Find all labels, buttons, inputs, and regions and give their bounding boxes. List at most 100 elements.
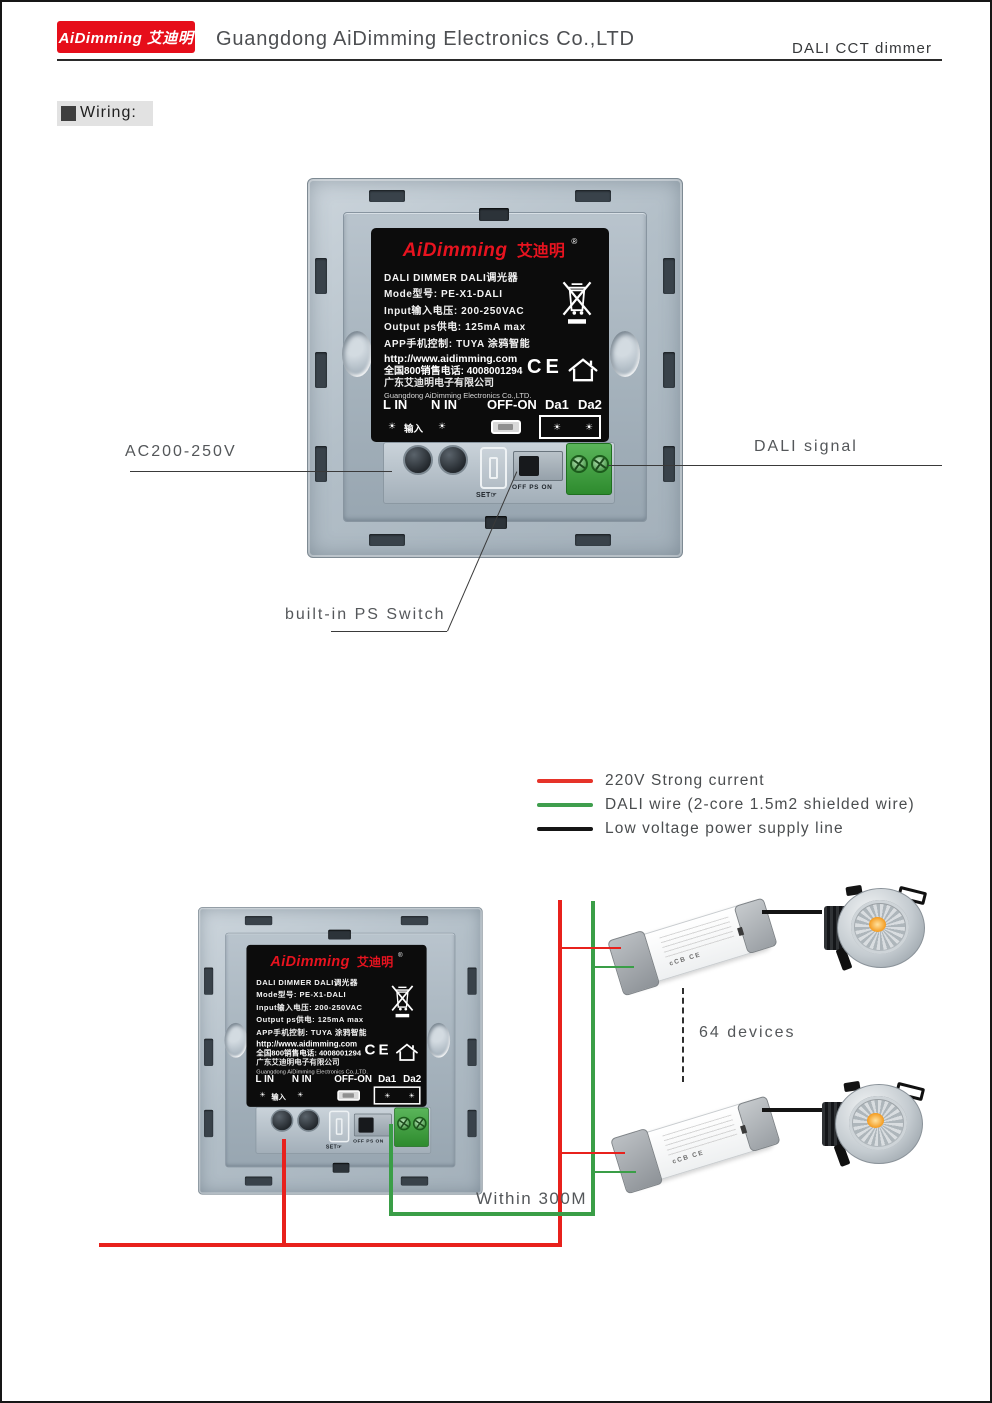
square-bullet-icon bbox=[61, 105, 76, 121]
slide-knob bbox=[358, 1117, 374, 1133]
ps-switch-label-note: built-in PS Switch bbox=[285, 606, 446, 623]
set-label: SET☞ bbox=[476, 492, 498, 499]
led-downlight-2 bbox=[820, 1080, 926, 1168]
ce-mark: CE bbox=[364, 1041, 392, 1059]
driver-end-cap bbox=[610, 1127, 664, 1195]
switch-knob-icon bbox=[498, 424, 513, 430]
set-button bbox=[480, 447, 507, 489]
terminal-da1: Da1 bbox=[545, 397, 569, 412]
mounting-slot bbox=[244, 916, 273, 926]
label-brand: AiDimming bbox=[402, 240, 508, 261]
company-title: Guangdong AiDimming Electronics Co.,LTD bbox=[216, 28, 635, 50]
ac-input-leader-line bbox=[130, 471, 392, 472]
mounting-slot bbox=[663, 352, 675, 388]
dali-branch-driver-1 bbox=[594, 966, 634, 968]
ps-switch-underline bbox=[331, 631, 447, 632]
slide-knob bbox=[519, 456, 539, 476]
spec-line: Output ps供电: 125mA max bbox=[384, 322, 526, 334]
downlight-led-chip bbox=[867, 1113, 884, 1128]
set-button bbox=[328, 1110, 350, 1143]
daisy-chain-ellipsis bbox=[682, 988, 684, 1082]
spec-line: APP手机控制: TUYA 涂鸦智能 bbox=[256, 1028, 367, 1037]
mounting-slot bbox=[315, 352, 327, 388]
da-output-box bbox=[373, 1086, 421, 1105]
driver-end-cap bbox=[736, 1095, 781, 1153]
plate-top-slot bbox=[479, 208, 509, 221]
mounting-slot bbox=[369, 190, 405, 202]
device-count-label: 64 devices bbox=[699, 1024, 796, 1041]
website: http://www.aidimming.com bbox=[256, 1039, 358, 1049]
spec-line: DALI DIMMER DALI调光器 bbox=[256, 978, 358, 988]
label-logo: AiDimming 艾迪明 ® bbox=[371, 237, 609, 262]
led-driver-1: cCB CE bbox=[607, 890, 778, 997]
mounting-slot bbox=[400, 1176, 429, 1186]
spec-line: APP手机控制: TUYA 涂鸦智能 bbox=[384, 338, 531, 350]
mains-branch-driver-1 bbox=[561, 947, 621, 949]
downlight-led-chip bbox=[869, 917, 886, 932]
switch-icon bbox=[491, 420, 521, 434]
dali-wire-from-panel bbox=[389, 1124, 393, 1216]
plate-top-slot bbox=[328, 929, 351, 940]
registered-mark: ® bbox=[398, 951, 403, 959]
mounting-slot bbox=[369, 534, 405, 546]
mounting-slot bbox=[315, 258, 327, 294]
dali-wire-trunk bbox=[591, 901, 595, 1216]
lamp-icon: ☀ bbox=[585, 422, 594, 432]
mounting-slot bbox=[663, 446, 675, 482]
screw-terminal-l bbox=[403, 445, 433, 475]
terminal-da2: Da2 bbox=[578, 397, 602, 412]
hotline: 全国800销售电话: 4008001294 bbox=[256, 1048, 362, 1058]
lamp-icon: ☀ bbox=[388, 421, 397, 431]
plate-bottom-slot bbox=[485, 516, 507, 529]
spec-line: DALI DIMMER DALI调光器 bbox=[384, 273, 519, 284]
spec-lines: DALI DIMMER DALI调光器 Mode型号: PE-X1-DALI I… bbox=[384, 271, 530, 353]
driver-end-cap bbox=[607, 929, 661, 997]
legend-swatch-dali-wire bbox=[537, 803, 593, 807]
legend-swatch-low-voltage bbox=[537, 827, 593, 831]
mounting-slot bbox=[315, 446, 327, 482]
header-rule bbox=[57, 59, 942, 61]
hotline: 全国800销售电话: 4008001294 bbox=[384, 365, 523, 377]
dali-terminal-block bbox=[394, 1107, 429, 1147]
switch-knob-icon bbox=[342, 1093, 354, 1098]
led-driver-2: cCB CE bbox=[610, 1088, 781, 1195]
spec-line: Input输入电压: 200-250VAC bbox=[384, 305, 525, 317]
label-contact-block: http://www.aidimming.com 全国800销售电话: 4008… bbox=[384, 353, 531, 401]
dimmer-panel-rear-bottom: AiDimming 艾迪明 ® DALI DIMMER DALI调光器 Mode… bbox=[198, 907, 483, 1195]
set-button-slot bbox=[489, 457, 498, 479]
input-cn: 输入 bbox=[271, 1093, 286, 1102]
aidimming-logo: AiDimming 艾迪明 bbox=[57, 21, 195, 53]
ce-mark: CE bbox=[527, 356, 563, 378]
website: http://www.aidimming.com bbox=[384, 353, 518, 365]
spec-line: Input输入电压: 200-250VAC bbox=[256, 1003, 363, 1013]
label-brand-cn: 艾迪明 bbox=[516, 243, 565, 260]
terminal-l-in: L IN bbox=[255, 1072, 274, 1085]
mounting-slot bbox=[575, 534, 611, 546]
distance-label: Within 300M bbox=[476, 1189, 587, 1208]
label-brand-cn: 艾迪明 bbox=[356, 956, 394, 970]
registered-mark: ® bbox=[571, 237, 578, 246]
company-cn: 广东艾迪明电子有限公司 bbox=[384, 378, 494, 389]
mains-branch-driver-2 bbox=[561, 1152, 625, 1154]
product-label: AiDimming 艾迪明 ® DALI DIMMER DALI调光器 Mode… bbox=[371, 228, 609, 442]
dali-screw-da1 bbox=[570, 455, 588, 473]
lamp-icon: ☀ bbox=[297, 1090, 304, 1099]
product-label: AiDimming 艾迪明 ® DALI DIMMER DALI调光器 Mode… bbox=[246, 944, 427, 1107]
dali-screw-da2 bbox=[412, 1116, 427, 1131]
plate-oval-cutout bbox=[610, 331, 640, 377]
mains-wire-trunk bbox=[558, 900, 562, 1247]
company-en: Guangdong AiDimming Electronics Co.,LTD. bbox=[384, 390, 532, 400]
legend-label-dali-wire: DALI wire (2-core 1.5m2 shielded wire) bbox=[605, 796, 915, 813]
lamp-icon: ☀ bbox=[408, 1091, 415, 1100]
mounting-slot bbox=[244, 1176, 273, 1186]
mounting-slot bbox=[204, 1109, 214, 1138]
driver-body: cCB CE bbox=[607, 897, 778, 997]
ps-slide-switch bbox=[353, 1113, 392, 1137]
house-icon bbox=[568, 358, 598, 382]
plate-oval-cutout bbox=[427, 1022, 451, 1058]
mounting-slot bbox=[575, 190, 611, 202]
lamp-icon: ☀ bbox=[384, 1091, 391, 1100]
plate-bottom-slot bbox=[332, 1162, 350, 1173]
weee-bin-icon bbox=[562, 281, 592, 324]
